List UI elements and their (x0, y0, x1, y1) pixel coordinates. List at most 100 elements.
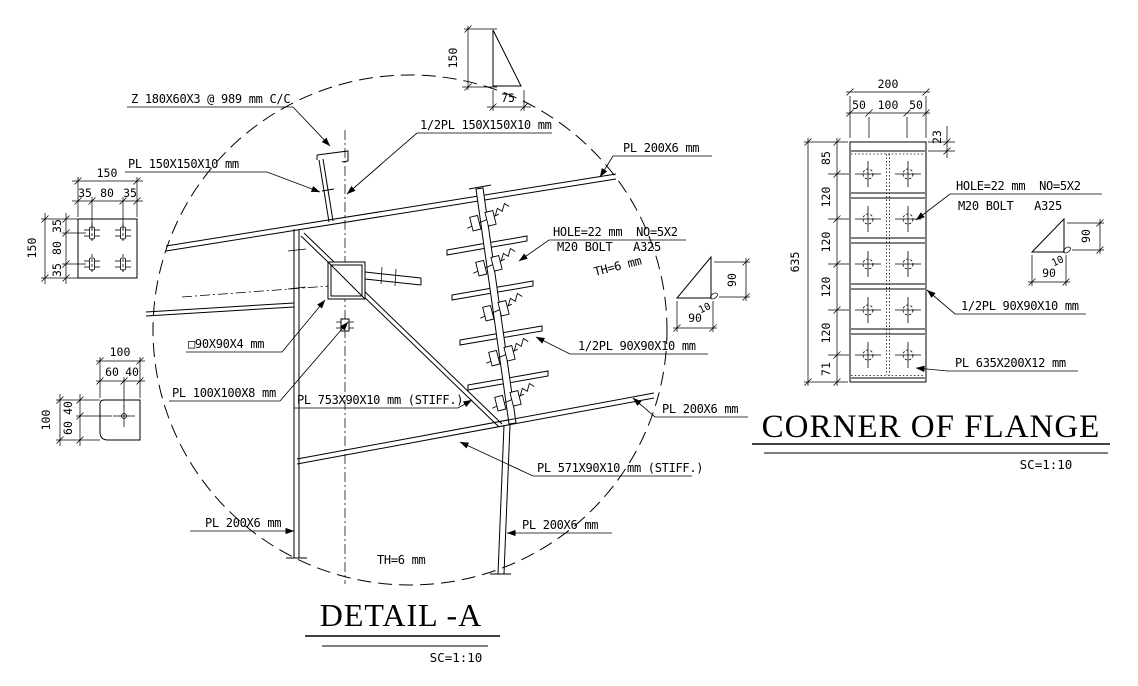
label-th-bottom: TH=6 mm (377, 553, 426, 567)
dim-23: 23 (930, 130, 944, 144)
corner-title-block: CORNER OF FLANGE SC=1:10 (752, 409, 1110, 472)
label-box-90: □90X90X4 mm (186, 299, 326, 353)
label-pl-200-bottom-left: PL 200X6 mm (190, 516, 295, 535)
right-post-member (490, 424, 511, 575)
dim-120: 120 (819, 277, 833, 298)
dim-120: 120 (819, 232, 833, 253)
dim-40: 40 (61, 401, 75, 415)
slope-symbol-corner: 90 90 10 (1028, 217, 1104, 286)
plate-100-detail: 100 60 40 100 40 60 (39, 345, 145, 446)
label-corner-pl-635: PL 635X200X12 mm (915, 356, 1078, 372)
flange-panel-separators (851, 192, 925, 335)
label-text: PL 150X150X10 mm (128, 157, 239, 171)
dim-90-h: 90 (1042, 266, 1056, 280)
label-text: 1/2PL 90X90X10 mm (578, 339, 696, 353)
label-text: PL 200X6 mm (205, 516, 281, 530)
flange-left-dimensions: 635 85 120 120 120 120 71 (788, 138, 849, 386)
detail-a-view: 150 35 80 35 150 35 80 35 100 60 (25, 26, 750, 665)
dim-100-left: 100 (39, 410, 53, 431)
label-pl-100: PL 100X100X8 mm (169, 321, 349, 402)
label-text: 1/2PL 150X150X10 mm (420, 118, 552, 132)
dim-35: 35 (78, 186, 92, 200)
lower-chord-member (296, 392, 655, 465)
column-member (286, 229, 307, 559)
dim-75: 75 (501, 91, 515, 105)
dim-90-h: 90 (688, 311, 702, 325)
view-scale: SC=1:10 (430, 650, 483, 665)
label-text: HOLE=22 mm NO=5X2 (956, 179, 1081, 193)
label-text: PL 100X100X8 mm (172, 386, 276, 400)
view-title: DETAIL -A (320, 597, 483, 633)
label-z-purlin: Z 180X60X3 @ 989 mm C/C (127, 92, 331, 147)
label-hole-bolt: HOLE=22 mm NO=5X2 M20 BOLT A325 (518, 225, 686, 262)
label-pl-200-bottom-mid: PL 200X6 mm (506, 518, 612, 537)
slope-symbol-top: 150 75 (446, 26, 531, 111)
dim-85: 85 (819, 151, 833, 165)
flange-bolt-holes (854, 160, 922, 369)
detail-boundary-circle (152, 74, 668, 586)
plate-150-detail: 150 35 80 35 150 35 80 35 (25, 166, 143, 284)
dimension-ticks (41, 25, 1104, 444)
dim-50: 50 (909, 98, 923, 112)
dim-200: 200 (878, 77, 899, 91)
dim-60: 60 (105, 365, 119, 379)
dim-10: 10 (1050, 254, 1066, 269)
dim-120: 120 (819, 187, 833, 208)
label-corner-hole-bolt: HOLE=22 mm NO=5X2 M20 BOLT A325 (915, 179, 1102, 221)
top-rafter-beam (165, 173, 617, 252)
label-text: PL 200X6 mm (522, 518, 598, 532)
label-text: PL 635X200X12 mm (955, 356, 1066, 370)
dim-35: 35 (50, 219, 64, 233)
label-text: PL 571X90X10 mm (STIFF.) (537, 461, 703, 475)
z-purlin-clip (316, 150, 349, 223)
corner-of-flange-view: 200 50 100 50 23 635 85 120 120 120 120 (752, 77, 1110, 472)
label-text-m20: M20 BOLT A325 (958, 199, 1062, 213)
dim-40: 40 (125, 365, 139, 379)
dim-120: 120 (819, 323, 833, 344)
label-th-center: TH=6 mm (592, 254, 642, 279)
label-text: TH=6 mm (592, 254, 642, 279)
view-title: CORNER OF FLANGE (762, 409, 1101, 445)
dim-100: 100 (878, 98, 899, 112)
box-side-bracket (364, 266, 422, 287)
dim-635: 635 (788, 252, 802, 273)
left-girt-member (145, 285, 331, 317)
dim-80: 80 (100, 186, 114, 200)
dim-150-left: 150 (25, 238, 39, 259)
label-text: TH=6 mm (377, 553, 426, 567)
dim-150: 150 (446, 48, 460, 69)
label-text: 1/2PL 90X90X10 mm (961, 299, 1079, 313)
dim-150-top: 150 (97, 166, 118, 180)
label-pl-150: PL 150X150X10 mm (125, 157, 321, 193)
label-pl-200-right: PL 200X6 mm (632, 397, 748, 418)
dim-90-v: 90 (1079, 229, 1093, 243)
dim-71: 71 (819, 362, 833, 376)
slope-symbol-mid: 90 90 10 (673, 255, 750, 332)
label-text: PL 200X6 mm (662, 402, 738, 416)
label-text: PL 200X6 mm (623, 141, 699, 155)
dim-90-v: 90 (725, 273, 739, 287)
label-text: Z 180X60X3 @ 989 mm C/C (131, 92, 290, 106)
label-corner-half-pl-90: 1/2PL 90X90X10 mm (926, 289, 1086, 315)
label-text: HOLE=22 mm NO=5X2 (553, 225, 678, 239)
label-pl-200-top: PL 200X6 mm (599, 141, 712, 178)
dim-50: 50 (852, 98, 866, 112)
label-text-m20: M20 BOLT A325 (557, 240, 661, 254)
dim-35: 35 (50, 263, 64, 277)
view-scale: SC=1:10 (1020, 457, 1073, 472)
label-pl-571: PL 571X90X10 mm (STIFF.) (459, 441, 704, 477)
label-text: PL 753X90X10 mm (STIFF.) (297, 393, 463, 407)
detail-a-title-block: DETAIL -A SC=1:10 (305, 597, 500, 665)
square-tube-section (327, 261, 366, 300)
dim-10: 10 (697, 301, 713, 316)
dim-80: 80 (50, 241, 64, 255)
bolted-splice-strip (468, 184, 517, 425)
label-half-pl-90: 1/2PL 90X90X10 mm (535, 336, 708, 355)
dim-100-top: 100 (110, 345, 131, 359)
label-half-pl-150: 1/2PL 150X150X10 mm (346, 118, 552, 195)
label-text: □90X90X4 mm (188, 337, 264, 351)
dim-60: 60 (61, 421, 75, 435)
dim-35: 35 (123, 186, 137, 200)
